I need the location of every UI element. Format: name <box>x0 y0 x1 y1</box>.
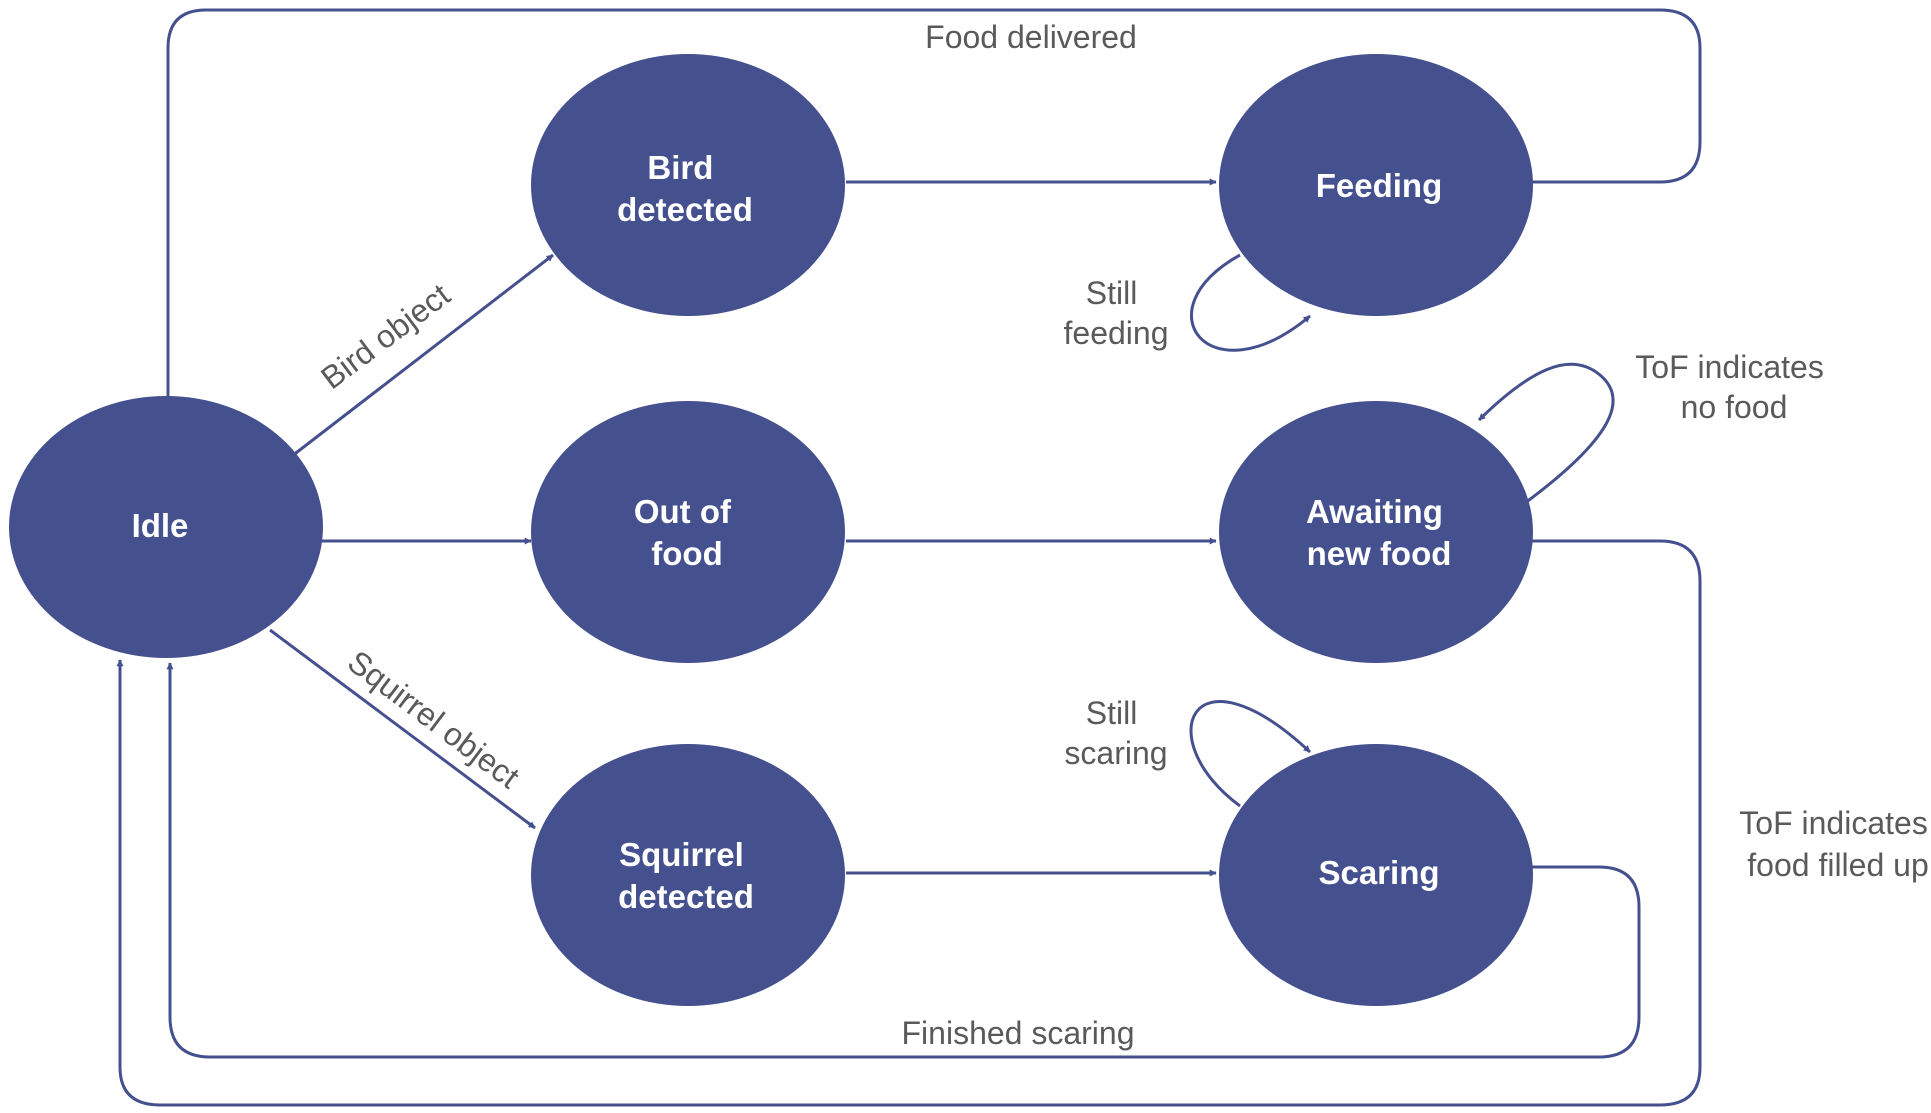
nodes: Idle Bird detected Feeding Out of food <box>9 54 1533 1006</box>
state-bird-detected: Bird detected <box>531 54 845 316</box>
label-bird-object: Bird object <box>314 276 456 396</box>
edge-still-feeding <box>1190 253 1311 352</box>
label-tof-filled-line1: ToF indicates <box>1739 805 1928 841</box>
state-scaring-shape <box>1219 744 1533 1006</box>
state-awaiting-new-food: Awaiting new food <box>1219 401 1533 663</box>
state-scaring-label: Scaring <box>1318 854 1439 891</box>
svg-text:Idle: Idle <box>132 507 189 544</box>
state-out-of-food: Out of food <box>531 401 845 663</box>
svg-text:Feeding: Feeding <box>1316 167 1443 204</box>
label-still-feeding-line1: Still <box>1086 275 1138 311</box>
label-still-feeding-line2: feeding <box>1064 315 1169 351</box>
edges <box>116 8 1702 1107</box>
svg-text:Food delivered: Food delivered <box>925 19 1137 55</box>
svg-text:Bird detected: Bird detected <box>617 149 753 228</box>
edge-squirrel-object <box>269 628 536 830</box>
svg-text:Finished scaring: Finished scaring <box>902 1015 1135 1051</box>
label-tof-filled-line2: food filled up <box>1747 847 1928 883</box>
state-out-of-food-label-line2: food <box>651 535 722 572</box>
state-idle: Idle <box>9 396 323 658</box>
label-finished-scaring: Finished scaring <box>902 1015 1135 1051</box>
state-feeding: Feeding <box>1219 54 1533 316</box>
edge-still-scaring <box>1189 700 1312 808</box>
state-squirrel-detected-label-line1: Squirrel <box>619 836 744 873</box>
state-awaiting-label-line1: Awaiting <box>1306 493 1443 530</box>
label-squirrel-object: Squirrel object <box>341 643 526 795</box>
state-bird-detected-label-line1: Bird <box>647 149 713 186</box>
state-out-of-food-shape <box>531 401 845 663</box>
label-tof-no-food-line1: ToF indicates <box>1635 349 1824 385</box>
state-awaiting-new-food-shape <box>1219 401 1533 663</box>
state-squirrel-detected-label-line2: detected <box>618 878 754 915</box>
edge-food-delivered <box>164 8 1702 404</box>
state-awaiting-label-line2: new food <box>1307 535 1452 572</box>
label-still-scaring-line2: scaring <box>1064 735 1167 771</box>
edge-bird-object <box>291 253 554 458</box>
svg-text:Still scaring: Still scaring <box>1064 695 1167 771</box>
svg-text:Awaiting new food: Awaiting new food <box>1306 493 1452 572</box>
svg-text:Still feeding: Still feeding <box>1064 275 1169 351</box>
svg-text:ToF indicates no food: ToF indicates no food <box>1635 349 1832 425</box>
state-feeding-shape <box>1219 54 1533 316</box>
svg-text:Squirrel object: Squirrel object <box>341 643 526 795</box>
svg-text:Bird object: Bird object <box>314 276 456 396</box>
state-idle-label: Idle <box>132 507 189 544</box>
svg-text:ToF indicates food fille: ToF indicates food filled up <box>1739 805 1931 883</box>
state-idle-shape <box>9 396 323 658</box>
svg-text:Out of food: Out of food <box>634 493 740 572</box>
state-bird-detected-shape <box>531 54 845 316</box>
svg-text:Squirrel detected: Squirrel detected <box>618 836 754 915</box>
label-still-scaring-line1: Still <box>1086 695 1138 731</box>
state-out-of-food-label-line1: Out of <box>634 493 732 530</box>
state-bird-detected-label-line2: detected <box>617 191 753 228</box>
label-food-delivered: Food delivered <box>925 19 1137 55</box>
state-squirrel-detected-shape <box>531 744 845 1006</box>
label-tof-no-food-line2: no food <box>1681 389 1788 425</box>
edge-tof-no-food <box>1477 362 1615 505</box>
state-scaring: Scaring <box>1219 744 1533 1006</box>
svg-text:Scaring: Scaring <box>1318 854 1439 891</box>
state-squirrel-detected: Squirrel detected <box>531 744 845 1006</box>
state-feeding-label: Feeding <box>1316 167 1443 204</box>
edge-finished-scaring <box>166 662 1641 1059</box>
edge-tof-filled <box>116 539 1702 1107</box>
